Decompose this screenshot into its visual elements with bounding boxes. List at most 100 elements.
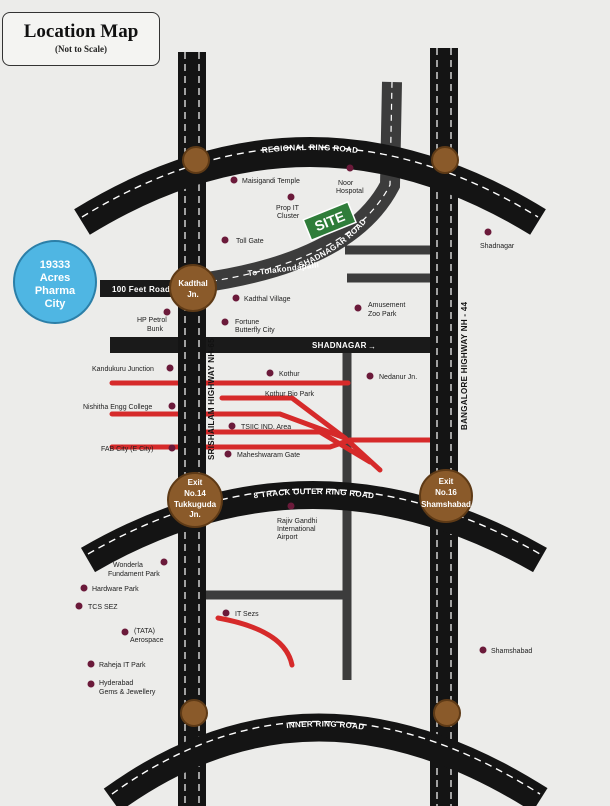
label-maisigandi: Maisigandi Temple: [242, 178, 300, 185]
junction-dot-ne: [431, 146, 459, 174]
label-hp-1: HP Petrol: [137, 317, 167, 324]
marker-prop-it: [287, 193, 295, 201]
outer-ring-road: 8 TRACK OUTER RING ROAD: [80, 481, 547, 573]
marker-tcs: [75, 602, 83, 610]
marker-it-sezs: [222, 609, 230, 617]
marker-fortune: [221, 318, 229, 326]
inner-ring-road-label: INNER RING ROAD: [286, 719, 365, 731]
marker-tollgate: [221, 236, 229, 244]
svg-text:Exit: Exit: [188, 478, 203, 487]
red-road-kothur-bio: [219, 395, 383, 473]
marker-kothur: [266, 369, 274, 377]
label-hyderabad-1: Hyderabad: [99, 680, 133, 687]
landmark-labels: Maisigandi Temple Noor Hospotal Prop IT …: [83, 178, 532, 696]
title-box: Location Map (Not to Scale): [2, 12, 160, 66]
marker-rajiv: [287, 502, 295, 510]
bangalore-label: BANGALORE HIGHWAY NH - 44: [460, 301, 469, 430]
label-shamshabad-town: Shamshabad: [491, 648, 532, 655]
svg-text:Exit: Exit: [439, 477, 454, 486]
svg-text:Kadthal: Kadthal: [178, 279, 207, 288]
label-fortune-2: Butterfly City: [235, 327, 275, 334]
svg-text:Shamshabad: Shamshabad: [421, 500, 471, 509]
label-tata-1: (TATA): [134, 628, 155, 635]
marker-nishitha: [168, 402, 176, 410]
svg-text:No.14: No.14: [184, 489, 206, 498]
regional-ring-road: REGIONAL RING ROAD: [74, 137, 546, 235]
label-shadnagar-town: Shadnagar: [480, 243, 515, 250]
label-prop-it-2: Cluster: [277, 213, 300, 220]
marker-fab: [168, 444, 176, 452]
pharma-city-badge: 19333 Acres Pharma City: [13, 240, 97, 324]
marker-hp: [163, 308, 171, 316]
marker-kadthal-village: [232, 294, 240, 302]
marker-wonderla: [160, 558, 168, 566]
junction-dot-se: [433, 699, 461, 727]
svg-text:Pharma: Pharma: [35, 285, 76, 297]
svg-text:No.16: No.16: [435, 488, 457, 497]
label-fab: FAB City (E City): [101, 446, 154, 453]
svg-text:Acres: Acres: [40, 272, 71, 284]
marker-tsiic: [228, 422, 236, 430]
shadnagar-arrow-icon: →: [368, 342, 376, 351]
svg-text:Jn.: Jn.: [189, 510, 201, 519]
label-tsiic: TSIIC IND. Area: [241, 424, 291, 431]
srishailam-label: SRISHAILAM HIGHWAY NH-65: [207, 338, 216, 460]
marker-amusement: [354, 304, 362, 312]
marker-kandukuru: [166, 364, 174, 372]
label-kadthal-village: Kadthal Village: [244, 296, 291, 303]
marker-shamshabad-town: [479, 646, 487, 654]
label-nishitha: Nishitha Engg College: [83, 404, 152, 411]
label-rajiv-3: Airport: [277, 534, 298, 541]
label-tcs: TCS SEZ: [88, 604, 118, 611]
label-tata-2: Aerospace: [130, 637, 164, 644]
minor-roads: [205, 245, 440, 680]
label-raheja: Raheja IT Park: [99, 662, 146, 669]
shadnagar-road-horizontal: SHADNAGAR →: [110, 337, 440, 353]
label-prop-it-1: Prop IT: [276, 205, 300, 212]
label-amusement-2: Zoo Park: [368, 311, 397, 318]
label-rajiv-1: Rajiv Gandhi: [277, 518, 318, 525]
label-hp-2: Bunk: [147, 326, 163, 333]
feet-road: 100 Feet Road: [100, 280, 190, 297]
label-kandukuru: Kandukuru Junction: [92, 366, 154, 373]
label-kothur: Kothur: [279, 371, 300, 378]
label-wonderla-1: Wonderla: [113, 562, 143, 569]
label-kothur-bio: Kothur Bio Park: [265, 391, 315, 398]
label-it-sezs: IT Sezs: [235, 611, 259, 618]
kadthal-junction: Kadthal Jn.: [169, 264, 217, 312]
label-amusement-1: Amusement: [368, 302, 405, 309]
label-tollgate: Toll Gate: [236, 238, 264, 245]
marker-hyderabad-gems: [87, 680, 95, 688]
marker-noor: [346, 164, 354, 172]
map-title: Location Map: [23, 21, 139, 42]
label-noor-2: Hospotal: [336, 188, 364, 195]
marker-tata: [121, 628, 129, 636]
landmark-markers: [75, 164, 492, 688]
marker-hardware: [80, 584, 88, 592]
svg-text:City: City: [45, 298, 67, 310]
inner-ring-road: INNER RING ROAD: [103, 713, 548, 806]
red-roads: [109, 380, 443, 668]
marker-shadnagar-town: [484, 228, 492, 236]
svg-text:Jn.: Jn.: [187, 290, 199, 299]
shadnagar-label: SHADNAGAR: [312, 341, 367, 350]
svg-text:Tukkuguda: Tukkuguda: [174, 500, 217, 509]
red-road-tsiic: [202, 429, 373, 465]
red-road-it-sez: [215, 615, 295, 668]
svg-text:19333: 19333: [40, 259, 71, 271]
label-rajiv-2: International: [277, 526, 316, 533]
junction-dot-sw: [180, 699, 208, 727]
label-hardware: Hardware Park: [92, 586, 139, 593]
label-wonderla-2: Fundament Park: [108, 571, 160, 578]
junction-dot-nw: [182, 146, 210, 174]
feet-road-label: 100 Feet Road: [112, 285, 170, 294]
label-maheshwaram: Maheshwaram Gate: [237, 452, 300, 459]
label-hyderabad-2: Gems & Jewellery: [99, 689, 156, 696]
label-nedanur: Nedanur Jn.: [379, 374, 417, 381]
exit14-junction: Exit No.14 Tukkuguda Jn.: [167, 472, 223, 528]
red-road-fab: [109, 437, 443, 450]
marker-raheja: [87, 660, 95, 668]
map-subtitle: (Not to Scale): [55, 44, 107, 54]
exit16-junction: Exit No.16 Shamshabad: [419, 469, 473, 523]
